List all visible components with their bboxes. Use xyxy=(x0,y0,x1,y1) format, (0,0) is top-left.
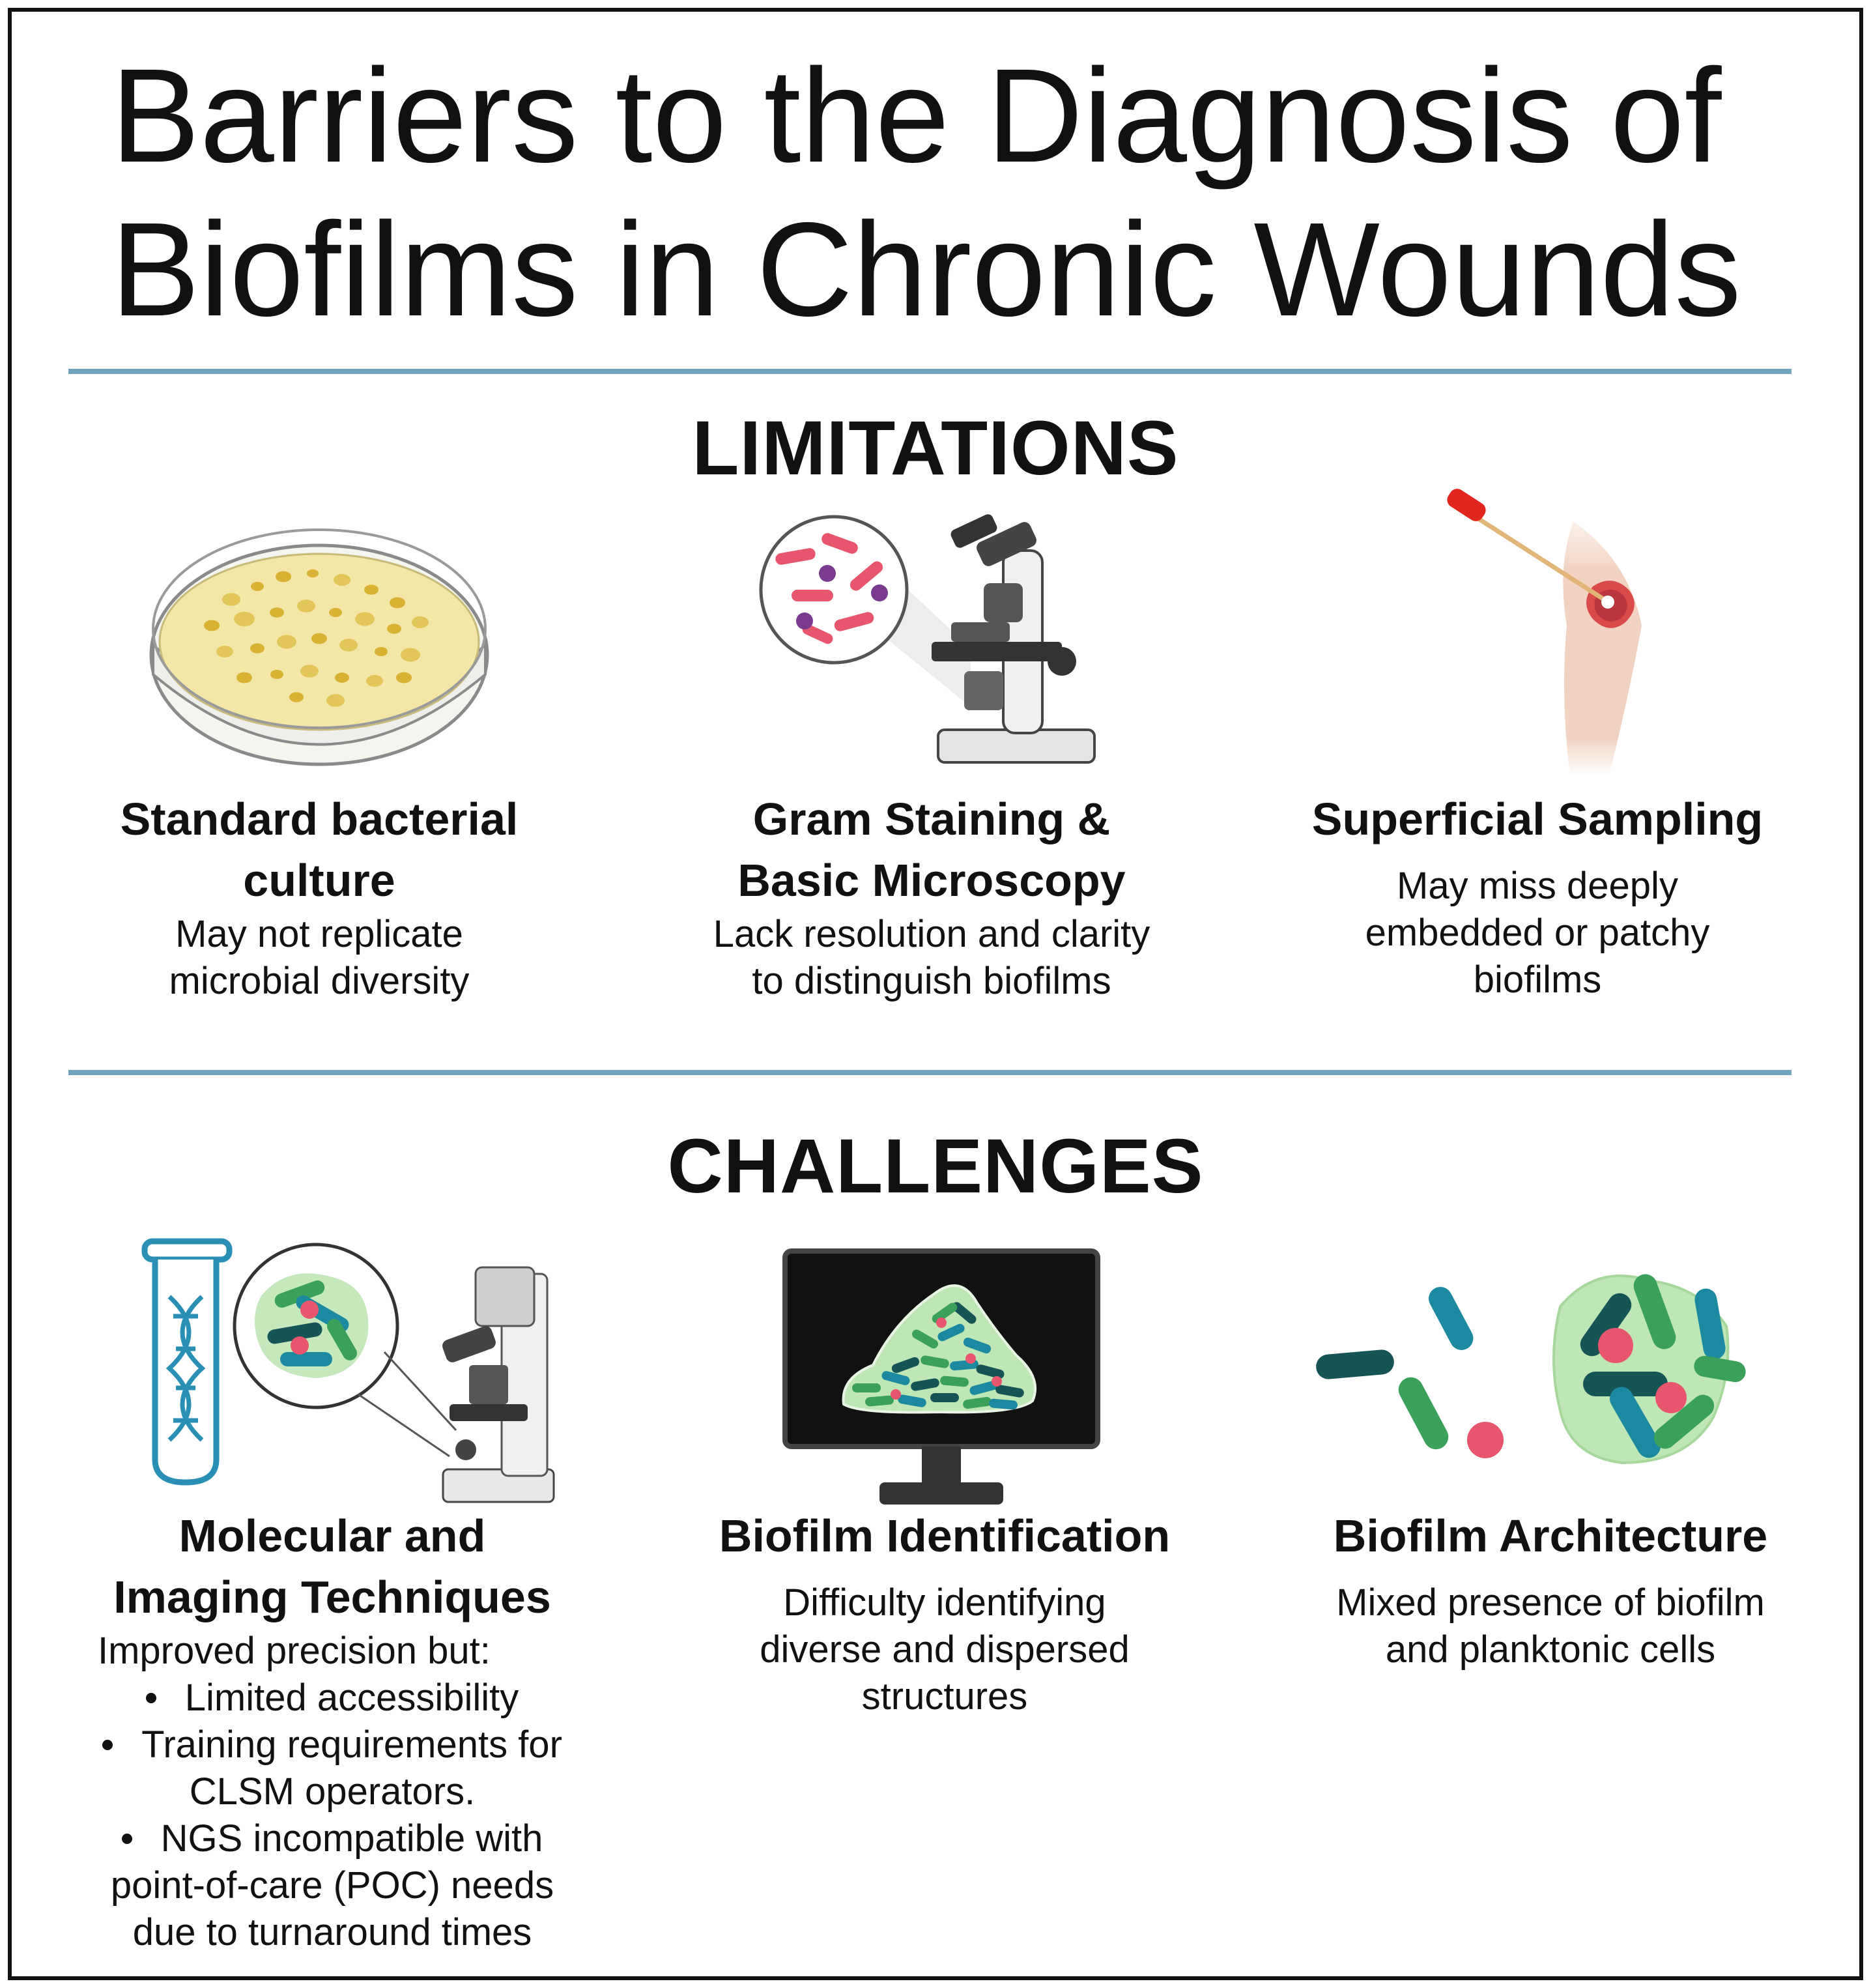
limitation-sampling-desc: May miss deeply embedded or patchy biofi… xyxy=(1365,865,1710,1001)
colony xyxy=(222,593,240,606)
biofilm-cell xyxy=(963,1337,992,1354)
swab-wound-icon xyxy=(1447,489,1642,775)
challenge-identification: Biofilm Identification Difficulty identi… xyxy=(678,1505,1212,1720)
bullet-item: Training requirements for xyxy=(65,1721,599,1768)
challenge-molecular-intro: Improved precision but: xyxy=(98,1630,491,1672)
biofilm-cell xyxy=(937,1323,965,1342)
colony xyxy=(204,620,220,631)
colony xyxy=(270,670,283,679)
colony xyxy=(300,665,319,678)
biofilm-cell xyxy=(989,1398,1018,1410)
challenge-molecular-bullets: Limited accessibility Training requireme… xyxy=(65,1675,599,1956)
colony xyxy=(390,597,405,609)
title-line-2: Biofilms in Chronic Wounds xyxy=(111,195,1741,344)
biofilm-cell xyxy=(952,1302,977,1324)
colony xyxy=(276,571,291,583)
biofilm-cell xyxy=(921,1355,949,1368)
limitation-sampling-title: Superficial Sampling xyxy=(1311,794,1764,844)
colony xyxy=(270,607,284,618)
colony xyxy=(364,584,378,595)
colony xyxy=(401,648,420,662)
limitation-culture: Standard bacterial culture May not repli… xyxy=(59,788,580,1005)
colony xyxy=(366,674,383,687)
colony xyxy=(329,608,342,617)
test-tube-dna-microscope-icon xyxy=(141,1238,555,1503)
title-line-1: Barriers to the Diagnosis of xyxy=(111,41,1722,190)
limitation-culture-title: Standard bacterial culture xyxy=(120,794,519,906)
biofilm-cluster-icon xyxy=(1316,1274,1746,1465)
biofilm-cell xyxy=(976,1364,1005,1379)
colony xyxy=(412,616,429,629)
biofilm-cell xyxy=(911,1378,939,1391)
colony xyxy=(297,599,315,612)
figure-frame xyxy=(8,8,1863,1980)
colony xyxy=(375,647,388,656)
colony xyxy=(396,672,412,684)
microscope-icon xyxy=(759,514,1096,764)
challenge-molecular: Molecular and Imaging Techniques Improve… xyxy=(65,1505,599,1956)
colony xyxy=(236,672,252,684)
colony xyxy=(334,573,350,586)
biofilm-cell xyxy=(898,1394,926,1407)
biofilm-cell xyxy=(891,1357,920,1374)
challenge-molecular-title: Molecular and Imaging Techniques xyxy=(113,1510,551,1622)
colony xyxy=(289,692,304,702)
colony xyxy=(326,694,345,707)
biofilm-cell xyxy=(912,1329,938,1349)
biofilm-cell xyxy=(865,1395,894,1407)
biofilm-cell xyxy=(881,1371,910,1385)
biofilm-cell xyxy=(932,1303,958,1323)
bullet-item-cont: point-of-care (POC) needs xyxy=(110,1864,554,1907)
page-title: Barriers to the Diagnosis of Biofilms in… xyxy=(111,39,1805,347)
colony xyxy=(335,672,349,683)
colony xyxy=(339,639,358,652)
limitation-gram-desc: Lack resolution and clarity to distingui… xyxy=(713,913,1150,1002)
challenge-architecture: Biofilm Architecture Mixed presence of b… xyxy=(1283,1505,1818,1673)
challenge-architecture-desc: Mixed presence of biofilm and planktonic… xyxy=(1336,1581,1765,1671)
colony xyxy=(387,624,401,634)
colony xyxy=(307,569,319,578)
biofilm-cell xyxy=(965,1353,976,1364)
bullet-item-cont: CLSM operators. xyxy=(189,1770,476,1813)
divider-top xyxy=(68,369,1792,374)
biofilm-cell xyxy=(995,1385,1024,1398)
divider-middle xyxy=(68,1070,1792,1075)
biofilm-cell xyxy=(891,1389,901,1400)
challenge-identification-title: Biofilm Identification xyxy=(719,1510,1171,1561)
colony xyxy=(251,582,264,591)
colony xyxy=(277,635,296,649)
challenges-heading: CHALLENGES xyxy=(667,1123,1204,1209)
colony xyxy=(234,611,255,627)
limitation-culture-desc: May not replicate microbial diversity xyxy=(169,913,470,1002)
biofilm-cell xyxy=(963,1396,992,1409)
bullet-item-cont: due to turnaround times xyxy=(132,1911,532,1953)
bullet-item: Limited accessibility xyxy=(65,1675,599,1721)
biofilm-cell xyxy=(936,1318,947,1328)
colony xyxy=(311,633,327,644)
challenge-architecture-title: Biofilm Architecture xyxy=(1333,1510,1768,1561)
colony xyxy=(216,645,233,658)
petri-dish-icon xyxy=(149,528,489,766)
limitation-gram-staining: Gram Staining & Basic Microscopy Lack re… xyxy=(671,788,1192,1005)
biofilm-cell xyxy=(992,1376,1002,1387)
limitation-gram-title: Gram Staining & Basic Microscopy xyxy=(737,794,1126,906)
challenge-identification-desc: Difficulty identifying diverse and dispe… xyxy=(760,1581,1130,1718)
colony xyxy=(250,643,264,654)
bullet-item: NGS incompatible with xyxy=(65,1815,599,1862)
biofilm-cell xyxy=(930,1393,959,1402)
colony xyxy=(355,612,375,626)
limitations-heading: LIMITATIONS xyxy=(692,405,1179,491)
biofilm-cell xyxy=(940,1376,969,1387)
monitor-biofilm-icon xyxy=(782,1248,1100,1505)
limitation-sampling: Superficial Sampling May miss deeply emb… xyxy=(1277,788,1798,1003)
biofilm-cell xyxy=(852,1383,881,1392)
biofilm-cell xyxy=(969,1381,998,1395)
